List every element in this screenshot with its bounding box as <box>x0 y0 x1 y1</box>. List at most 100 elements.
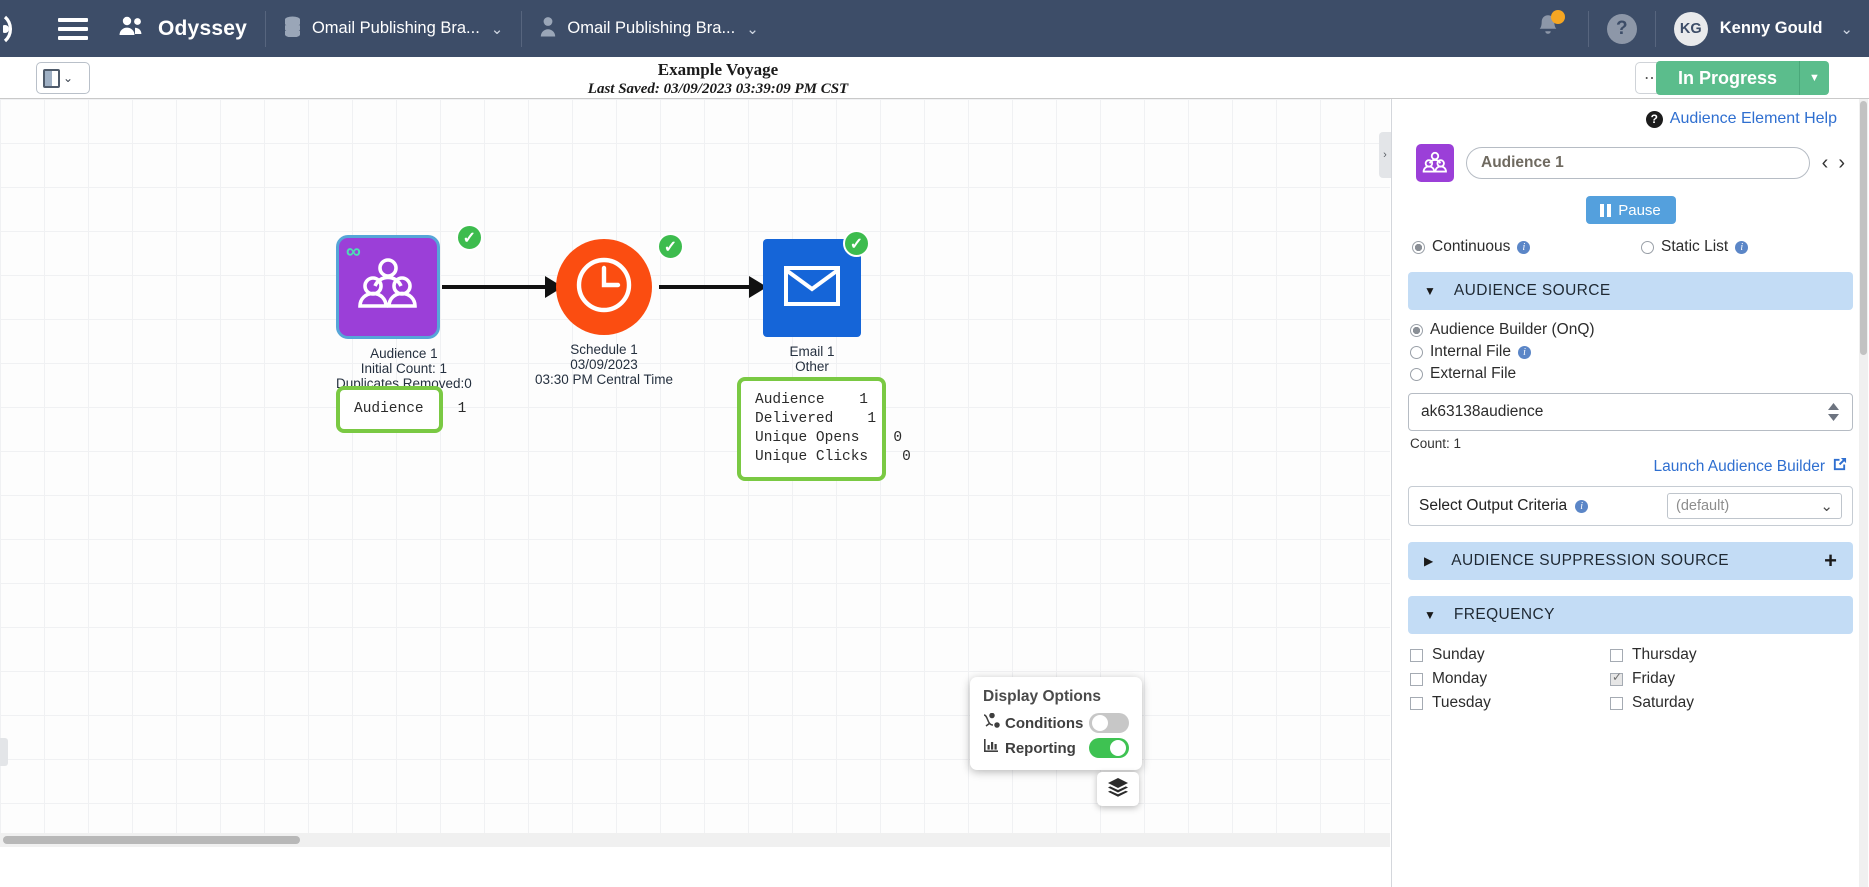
radio-label: Audience Builder (OnQ) <box>1430 321 1595 338</box>
user-menu-chevron-down-icon[interactable]: ⌄ <box>1840 20 1853 38</box>
checkbox-saturday[interactable]: Saturday <box>1610 694 1810 712</box>
status-badge[interactable]: In Progress <box>1655 61 1799 95</box>
chevron-left-icon[interactable]: ‹ <box>1821 151 1829 174</box>
app-logo-icon <box>2 14 30 44</box>
check-icon: ✓ <box>455 224 483 251</box>
radio-internal-file[interactable]: Internal File i <box>1410 343 1869 361</box>
plus-icon[interactable]: + <box>1824 548 1837 573</box>
node-email-1[interactable]: ✓ Email 1 Other <box>763 230 870 374</box>
node-caption-line: Initial Count: 1 <box>360 361 448 376</box>
node-caption-line: 03:30 PM Central Time <box>534 372 674 387</box>
email-node-box[interactable] <box>763 239 861 337</box>
checkbox-indicator <box>1610 670 1623 686</box>
display-option-reporting[interactable]: Reporting <box>983 738 1129 758</box>
status-dropdown-caret-icon[interactable]: ▼ <box>1799 61 1829 95</box>
section-frequency-header[interactable]: ▼ FREQUENCY <box>1408 596 1853 634</box>
radio-external-file[interactable]: External File <box>1410 365 1869 383</box>
notification-badge <box>1550 10 1565 24</box>
pause-button[interactable]: Pause <box>1585 196 1676 224</box>
last-saved-text: Last Saved: 03/09/2023 03:39:09 PM CST <box>587 81 849 97</box>
right-panel-collapse-handle[interactable]: › <box>1379 132 1391 178</box>
left-panel-handle[interactable] <box>0 738 8 766</box>
voyage-canvas[interactable]: ∞ ✓ Audience 1 Initial Count: 1 Duplicat… <box>0 99 1390 847</box>
report-value: 1 <box>859 392 868 408</box>
chevron-right-icon[interactable]: › <box>1838 151 1845 174</box>
info-icon[interactable]: i <box>1575 499 1589 513</box>
conditions-toggle[interactable] <box>1089 713 1129 733</box>
display-option-label: Reporting <box>1005 739 1076 757</box>
checkbox-sunday[interactable]: Sunday <box>1410 646 1610 664</box>
checkbox-indicator <box>1610 648 1623 662</box>
node-email-shape[interactable]: ✓ <box>763 230 870 337</box>
radio-static-list[interactable]: Static List i <box>1641 238 1749 256</box>
audience-element-help-row[interactable]: ? Audience Element Help <box>1392 99 1869 128</box>
layout-toggle-button[interactable]: ⌄ <box>36 62 90 94</box>
audience-select-value: ak63138audience <box>1421 403 1544 420</box>
display-option-conditions[interactable]: Conditions <box>983 712 1129 733</box>
database-icon <box>284 16 301 42</box>
checkbox-friday[interactable]: Friday <box>1610 670 1810 688</box>
menu-icon[interactable] <box>50 17 96 40</box>
node-audience-1[interactable]: ∞ ✓ Audience 1 Initial Count: 1 Duplicat… <box>336 224 483 391</box>
checkbox-label: Friday <box>1632 670 1676 687</box>
checkbox-tuesday[interactable]: Tuesday <box>1410 694 1610 712</box>
account-selector[interactable]: Omail Publishing Bra... ⌄ <box>284 16 503 42</box>
profile-selector[interactable]: Omail Publishing Bra... ⌄ <box>540 16 759 42</box>
spinner-arrows-icon <box>1827 403 1840 421</box>
checkbox-indicator <box>1610 696 1623 710</box>
user-icon <box>540 16 556 42</box>
reporting-toggle[interactable] <box>1089 738 1129 758</box>
nav-right-group: ? KG Kenny Gould ⌄ <box>1526 10 1869 47</box>
help-icon[interactable]: ? <box>1606 13 1637 44</box>
section-title: AUDIENCE SOURCE <box>1453 282 1611 299</box>
output-criteria-select[interactable]: (default) ⌄ <box>1667 493 1842 519</box>
node-schedule-1[interactable]: ✓ Schedule 1 03/09/2023 03:30 PM Central… <box>535 233 684 387</box>
nav-divider-1 <box>264 10 266 47</box>
audience-node-box[interactable] <box>336 235 440 339</box>
node-schedule-shape[interactable]: ✓ <box>556 233 684 335</box>
launch-audience-builder-link[interactable]: Launch Audience Builder <box>1653 458 1826 475</box>
info-icon[interactable]: i <box>1517 240 1531 254</box>
checkbox-monday[interactable]: Monday <box>1410 670 1610 688</box>
audience-select[interactable]: ak63138audience <box>1408 393 1853 431</box>
notifications-button[interactable] <box>1526 10 1570 44</box>
voyage-subheader: ⌄ Example Voyage Last Saved: 03/09/2023 … <box>0 57 1869 99</box>
canvas-scroll-thumb[interactable] <box>3 836 300 844</box>
node-caption-line: Schedule 1 <box>570 342 638 357</box>
element-title-row: ‹ › <box>1392 128 1869 182</box>
account-selector-label: Omail Publishing Bra... <box>311 19 480 37</box>
right-panel-scrollbar[interactable] <box>1859 99 1868 887</box>
clock-icon <box>573 254 635 321</box>
node-audience-shape[interactable]: ∞ ✓ <box>336 224 483 339</box>
edge-arrow-head-2 <box>749 276 767 298</box>
radio-audience-builder[interactable]: Audience Builder (OnQ) <box>1410 321 1869 339</box>
report-row: Audience 1 <box>755 391 868 410</box>
node-caption-line: 03/09/2023 <box>570 357 638 372</box>
info-icon[interactable]: i <box>1735 240 1749 254</box>
launch-audience-builder-row[interactable]: Launch Audience Builder <box>1392 451 1869 477</box>
right-panel-scroll-thumb[interactable] <box>1860 101 1867 355</box>
report-box-email: Audience 1 Delivered 1 Unique Opens 0 Un… <box>737 377 911 481</box>
info-icon[interactable]: i <box>1517 345 1531 359</box>
radio-label: Internal File <box>1430 343 1511 360</box>
node-caption-line: Email 1 <box>789 344 835 359</box>
nav-divider-3 <box>1587 10 1589 47</box>
element-name-input[interactable] <box>1466 147 1810 179</box>
display-options-title: Display Options <box>983 688 1101 705</box>
chevron-down-icon: ⌄ <box>1820 498 1833 515</box>
schedule-node-circle[interactable] <box>556 239 652 335</box>
people-icon <box>118 15 146 42</box>
status-control: In Progress ▼ <box>1655 61 1829 95</box>
radio-continuous[interactable]: Continuous i <box>1408 238 1641 256</box>
audience-element-help-link[interactable]: Audience Element Help <box>1669 110 1837 127</box>
edge-schedule-to-email <box>659 285 757 289</box>
layers-button[interactable] <box>1097 772 1139 806</box>
checkbox-indicator <box>1410 648 1423 662</box>
section-audience-source-header[interactable]: ▼ AUDIENCE SOURCE <box>1408 272 1853 310</box>
canvas-horizontal-scrollbar[interactable] <box>0 833 1390 847</box>
checkbox-thursday[interactable]: Thursday <box>1610 646 1810 664</box>
section-audience-suppression-header[interactable]: ▶ AUDIENCE SUPPRESSION SOURCE + <box>1408 542 1853 580</box>
node-schedule-caption: Schedule 1 03/09/2023 03:30 PM Central T… <box>526 342 682 387</box>
edge-audience-to-schedule <box>442 285 550 289</box>
brand-home-link[interactable]: Odyssey <box>118 15 247 42</box>
